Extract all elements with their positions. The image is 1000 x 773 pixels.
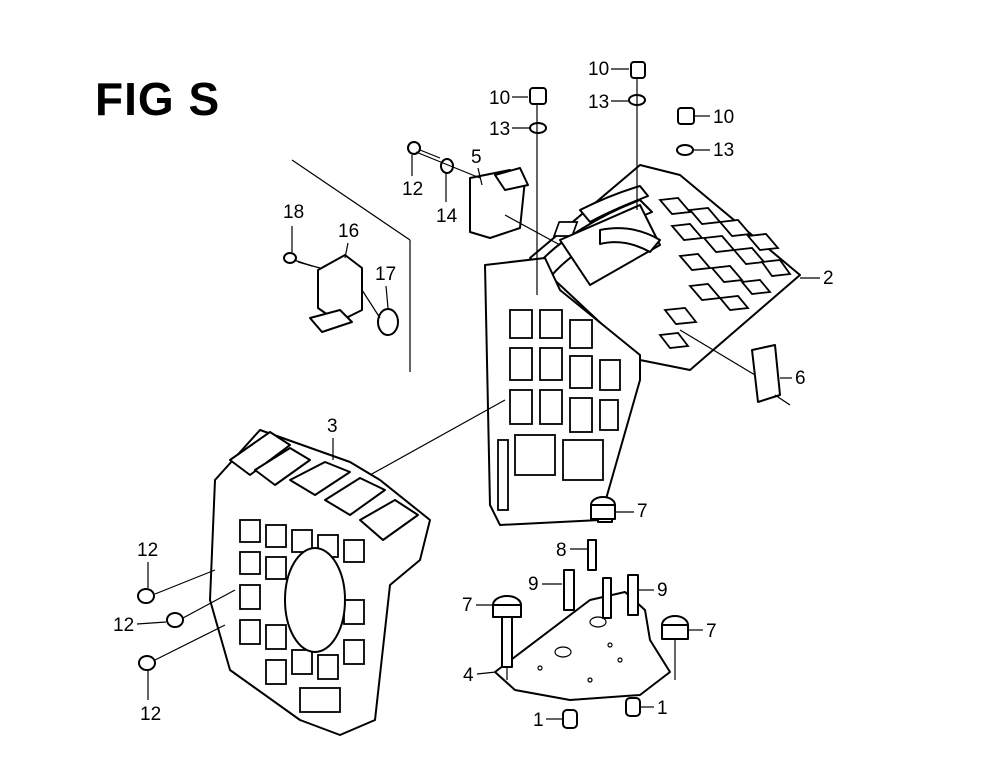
svg-text:10: 10 [489, 88, 510, 109]
callout-9-b: 9 [638, 580, 668, 601]
part-2-frame [484, 164, 801, 526]
svg-text:6: 6 [795, 368, 806, 389]
svg-text:4: 4 [463, 665, 474, 686]
part-5-clip [469, 167, 529, 239]
svg-text:13: 13 [489, 119, 510, 140]
svg-text:16: 16 [338, 221, 359, 242]
svg-text:12: 12 [402, 179, 423, 200]
callout-13-a: 13 [489, 119, 530, 140]
part-16-clamp [309, 254, 363, 333]
bolts-12 [137, 588, 184, 671]
svg-text:1: 1 [657, 698, 668, 719]
svg-text:12: 12 [137, 540, 158, 561]
callout-12-a: 12 [137, 540, 158, 588]
part-3-cover [209, 429, 431, 736]
callout-13-c: 13 [693, 140, 734, 161]
callout-17: 17 [375, 264, 396, 309]
callout-10-a: 10 [489, 88, 528, 109]
separator-lines [291, 159, 411, 372]
svg-text:13: 13 [713, 140, 734, 161]
svg-text:9: 9 [528, 574, 539, 595]
callout-16: 16 [338, 221, 359, 259]
frame-top-grid [658, 197, 792, 349]
callout-8: 8 [556, 540, 588, 561]
callout-11: 12 [402, 155, 423, 200]
callout-9-a: 9 [528, 574, 562, 595]
svg-text:7: 7 [706, 621, 717, 642]
svg-text:7: 7 [637, 501, 648, 522]
svg-text:10: 10 [588, 59, 609, 80]
svg-text:14: 14 [436, 206, 458, 227]
callout-3: 3 [327, 416, 338, 460]
svg-text:1: 1 [533, 710, 544, 731]
callout-2: 2 [800, 268, 834, 289]
frame-vertical-grid [497, 309, 621, 511]
part-6-bracket [751, 344, 781, 403]
svg-text:13: 13 [588, 92, 609, 113]
svg-text:18: 18 [283, 202, 304, 223]
svg-text:8: 8 [556, 540, 567, 561]
callout-12-c: 12 [140, 670, 161, 725]
mount-7-right [661, 615, 689, 640]
figure-title: FIG S [95, 73, 221, 125]
svg-text:3: 3 [327, 416, 338, 437]
callout-7-left: 7 [462, 595, 493, 616]
callout-1-b: 1 [640, 698, 668, 719]
callout-7-top: 7 [615, 501, 648, 522]
callout-13-b: 13 [588, 92, 629, 113]
leader-lines [154, 78, 791, 680]
callout-4: 4 [463, 665, 497, 686]
svg-text:12: 12 [113, 615, 134, 636]
callout-1-a: 1 [533, 710, 562, 731]
svg-text:9: 9 [657, 580, 668, 601]
mount-7-top [590, 496, 616, 520]
callout-12-b: 12 [113, 615, 167, 636]
fasteners-top [407, 61, 695, 174]
part-4-base-plate [492, 496, 689, 729]
callout-18: 18 [283, 202, 304, 252]
part-17-collar [377, 308, 399, 336]
svg-text:17: 17 [375, 264, 396, 285]
svg-text:10: 10 [713, 107, 734, 128]
callout-10-b: 10 [588, 59, 629, 80]
callouts: 10 13 10 13 10 13 12 14 5 2 6 3 18 16 17… [113, 59, 834, 731]
callout-6: 6 [780, 368, 806, 389]
svg-text:2: 2 [823, 268, 834, 289]
svg-text:12: 12 [140, 704, 161, 725]
callout-7-right: 7 [688, 621, 717, 642]
part-18-screw [283, 252, 313, 267]
svg-text:7: 7 [462, 595, 473, 616]
callout-14: 14 [436, 173, 458, 227]
cover-grid [239, 519, 365, 713]
callout-10-c: 10 [694, 107, 734, 128]
svg-text:5: 5 [471, 147, 482, 168]
callout-5: 5 [471, 147, 483, 186]
